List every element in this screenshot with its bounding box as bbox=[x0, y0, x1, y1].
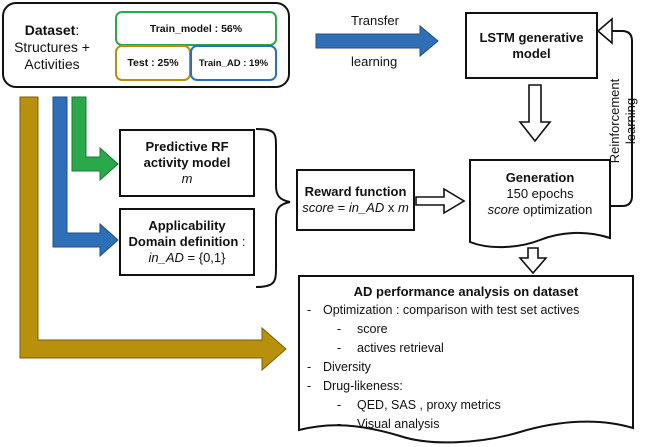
ad-line2-colon: : bbox=[238, 234, 246, 249]
reinforcement-loop bbox=[608, 30, 633, 207]
generation-text: Generation 150 epochs score optimization bbox=[470, 170, 610, 218]
rf-model-box: Predictive RF activity model m bbox=[119, 129, 255, 197]
split-test-label: Test : 25% bbox=[127, 57, 179, 69]
generation-title: Generation bbox=[505, 170, 575, 185]
lstm-line1: LSTM generative bbox=[479, 29, 584, 45]
generation-epochs: 150 epochs bbox=[506, 186, 574, 201]
transfer-arrow bbox=[315, 24, 439, 58]
reinforcement-arrowhead bbox=[596, 17, 613, 45]
dataset-label-bold: Dataset bbox=[24, 22, 76, 38]
ad-set: = {0,1} bbox=[183, 250, 226, 265]
generation-box bbox=[469, 159, 611, 249]
split-train-ad-label: Train_AD : 19% bbox=[198, 57, 269, 69]
transfer-label-top: Transfer bbox=[351, 13, 399, 28]
dataset-label-line3: Activities bbox=[24, 56, 80, 72]
blue-arrow bbox=[52, 96, 119, 258]
reinforcement-line2: learning bbox=[623, 97, 638, 145]
lstm-box: LSTM generative model bbox=[465, 12, 598, 79]
gold-arrow bbox=[19, 96, 287, 372]
generation-opt-rest: optimization bbox=[519, 202, 593, 217]
analysis-item: QED, SAS , proxy metrics bbox=[301, 396, 631, 415]
reward-to-generation-arrow bbox=[415, 187, 466, 215]
green-arrow bbox=[71, 96, 119, 182]
reinforcement-label: Reinforcement learning bbox=[605, 61, 641, 181]
rf-line1: Predictive RF bbox=[145, 139, 229, 154]
analysis-item: Drug-likeness: bbox=[301, 377, 631, 396]
analysis-list: Optimization : comparison with test set … bbox=[301, 301, 631, 434]
split-test: Test : 25% bbox=[115, 45, 191, 81]
split-train-model: Train_model : 56% bbox=[115, 11, 277, 46]
transfer-label-bottom: learning bbox=[351, 54, 398, 69]
ad-line1: Applicability bbox=[148, 218, 226, 233]
applicability-box: Applicability Domain definition : in_AD … bbox=[119, 208, 255, 276]
split-train-model-label: Train_model : 56% bbox=[149, 22, 243, 35]
reward-m: m bbox=[397, 200, 409, 215]
dataset-label: Dataset: Structures + Activities bbox=[8, 22, 96, 73]
ad-var: in_AD bbox=[148, 250, 184, 265]
analysis-title: AD performance analysis on dataset bbox=[353, 284, 579, 299]
reinforcement-line1: Reinforcement bbox=[607, 78, 622, 164]
lstm-to-generation-arrow bbox=[518, 84, 552, 143]
rf-line2: activity model bbox=[143, 155, 231, 170]
ad-line2: Domain definition bbox=[128, 234, 239, 249]
analysis-item: Visual analysis bbox=[301, 415, 631, 434]
dataset-box: Dataset: Structures + Activities Train_m… bbox=[2, 2, 290, 88]
generation-to-analysis-arrow bbox=[518, 247, 548, 275]
analysis-item: Diversity bbox=[301, 358, 631, 377]
split-train-ad: Train_AD : 19% bbox=[190, 45, 277, 81]
reward-score: score bbox=[302, 200, 334, 215]
analysis-item: Optimization : comparison with test set … bbox=[301, 301, 631, 320]
dataset-label-colon: : bbox=[75, 22, 80, 38]
analysis-content: AD performance analysis on dataset Optim… bbox=[301, 284, 631, 434]
reward-in-ad: in_AD bbox=[348, 200, 385, 215]
reward-times: x bbox=[384, 200, 398, 215]
dataset-label-line2: Structures + bbox=[14, 39, 90, 55]
brace bbox=[255, 128, 291, 288]
analysis-item: actives retrieval bbox=[301, 339, 631, 358]
rf-var: m bbox=[181, 171, 193, 186]
analysis-item: score bbox=[301, 320, 631, 339]
reward-eq: = bbox=[333, 200, 349, 215]
generation-opt-italic: score bbox=[487, 202, 520, 217]
lstm-line2: model bbox=[512, 45, 551, 61]
reward-title: Reward function bbox=[304, 184, 407, 199]
reward-box: Reward function score = in_AD x m bbox=[296, 169, 415, 231]
